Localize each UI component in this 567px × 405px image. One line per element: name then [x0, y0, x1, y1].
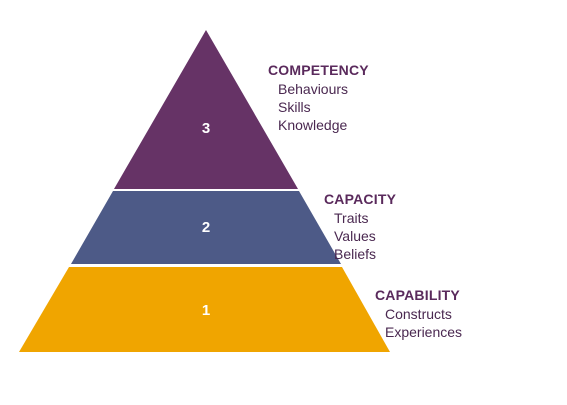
capability-label-block: CAPABILITY Constructs Experiences — [375, 286, 462, 341]
competency-title: COMPETENCY — [268, 62, 369, 78]
capability-item-constructs: Constructs — [385, 306, 452, 322]
tier-number-1: 1 — [202, 302, 210, 319]
pyramid-tier-3 — [114, 30, 298, 189]
competency-item-behaviours: Behaviours — [278, 81, 349, 97]
capacity-item-values: Values — [334, 228, 376, 244]
competency-label-block: COMPETENCY Behaviours Skills Knowledge — [268, 61, 369, 134]
capability-title: CAPABILITY — [375, 287, 460, 303]
competency-item-knowledge: Knowledge — [278, 117, 348, 133]
capacity-label-block: CAPACITY Traits Values Beliefs — [324, 190, 396, 263]
pyramid-tier-2 — [71, 191, 341, 264]
competency-item-skills: Skills — [278, 99, 311, 115]
capacity-title: CAPACITY — [324, 191, 397, 207]
tier-number-3: 3 — [202, 120, 210, 137]
pyramid-tier-1 — [19, 267, 390, 352]
capacity-item-traits: Traits — [334, 210, 369, 226]
capacity-item-beliefs: Beliefs — [334, 246, 377, 262]
tier-number-2: 2 — [202, 219, 210, 236]
capability-item-experiences: Experiences — [385, 324, 463, 340]
